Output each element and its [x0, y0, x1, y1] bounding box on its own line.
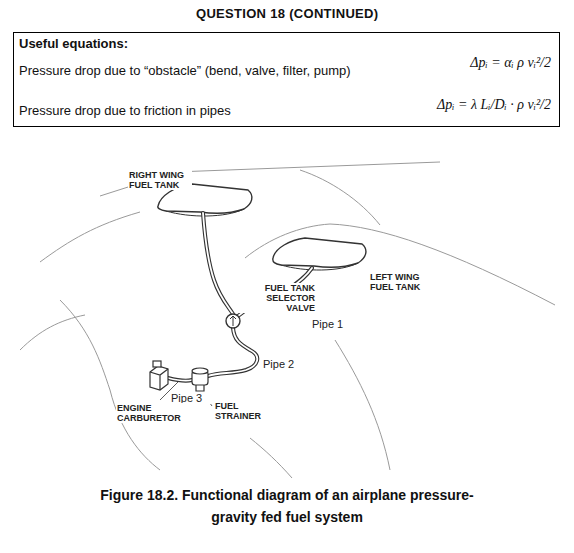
tank-label: LEFT WING FUEL TANK	[369, 272, 433, 292]
left-wing-fuel-tank	[273, 238, 366, 270]
part-label: FUEL STRAINER	[214, 401, 276, 421]
equation: Δpᵢ = αᵢ ρ vᵢ²/2	[470, 55, 551, 71]
airframe-outline	[20, 162, 555, 478]
table-heading: Useful equations:	[19, 36, 128, 51]
pipe-label: Pipe 1	[311, 318, 353, 330]
drawing-stroke	[153, 361, 161, 367]
equations-box: Useful equations: Pressure drop due to “o…	[13, 32, 560, 127]
drawing-stroke	[40, 212, 140, 262]
equation-description: Pressure drop due to “obstacle” (bend, v…	[19, 63, 351, 78]
fuel-strainer	[192, 368, 208, 391]
drawing-stroke	[230, 316, 236, 326]
selector-valve	[226, 314, 240, 328]
drawing-stroke	[100, 162, 440, 196]
pipe-label: Pipe 2	[262, 358, 304, 370]
page-title: QUESTION 18 (CONTINUED)	[196, 6, 378, 21]
drawing-stroke	[300, 170, 380, 225]
drawing-stroke	[150, 366, 168, 390]
figure-caption: Figure 18.2. Functional diagram of an ai…	[97, 484, 477, 528]
drawing-stroke	[281, 263, 358, 270]
drawing-stroke	[20, 315, 85, 350]
drawing-stroke	[196, 385, 204, 391]
drawing-stroke	[60, 300, 160, 470]
valve-label: FUEL TANK SELECTOR VALVE	[236, 283, 316, 313]
drawing-stroke	[226, 314, 240, 328]
equation: Δpᵢ = λ Lᵢ/Dᵢ · ρ vᵢ²/2	[437, 97, 551, 113]
drawing-stroke	[192, 368, 208, 374]
tank-label: RIGHT WING FUEL TANK	[128, 170, 192, 190]
engine-carburetor	[150, 361, 168, 390]
drawing-stroke	[250, 438, 292, 478]
drawing-stroke	[150, 369, 168, 390]
drawing-stroke	[335, 340, 390, 470]
equation-description: Pressure drop due to friction in pipes	[19, 103, 231, 118]
drawing-stroke	[273, 238, 366, 267]
part-label: ENGINE CARBURETOR	[116, 403, 184, 423]
